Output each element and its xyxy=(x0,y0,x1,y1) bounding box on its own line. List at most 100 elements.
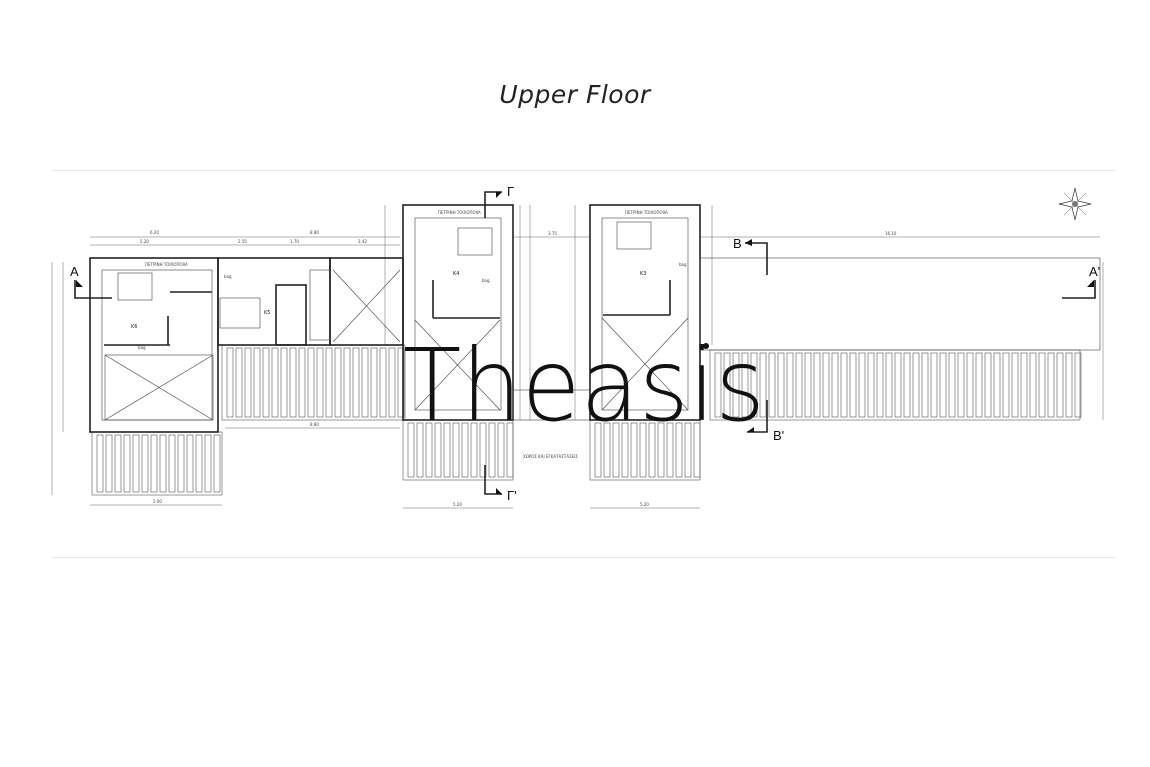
deck-slat xyxy=(1047,352,1055,418)
deck-slat xyxy=(123,434,131,493)
deck-slat xyxy=(822,352,830,418)
room-label-k6: K6 xyxy=(131,324,137,330)
deck-slat xyxy=(777,352,785,418)
deck-slat xyxy=(289,347,297,418)
deck-slat xyxy=(612,422,620,478)
deck-slat xyxy=(271,347,279,418)
deck-slat xyxy=(307,347,315,418)
room-label-k5: K5 xyxy=(264,310,270,316)
deck-slat xyxy=(666,422,674,478)
deck-slat xyxy=(750,352,758,418)
deck-slat xyxy=(840,352,848,418)
watermark: Theasis xyxy=(403,327,765,444)
deck-slat xyxy=(416,422,424,478)
deck-slat xyxy=(948,352,956,418)
deck-slat xyxy=(768,352,776,418)
open-area-right xyxy=(699,257,1101,351)
deck-slat xyxy=(1029,352,1037,418)
deck-slat xyxy=(648,422,656,478)
svg-text:B': B' xyxy=(773,428,784,443)
deck-slat xyxy=(723,352,731,418)
deck-slat xyxy=(379,347,387,418)
section-marker-a-prime: A' xyxy=(1062,264,1100,299)
deck-slat xyxy=(343,347,351,418)
deck-slat xyxy=(195,434,203,493)
deck-slat xyxy=(497,422,505,478)
deck-slat xyxy=(813,352,821,418)
deck-slat xyxy=(213,434,221,493)
dim-top-overall-2: 8.80 xyxy=(310,230,319,235)
room-label-k4: K4 xyxy=(453,271,459,277)
deck-slat xyxy=(657,422,665,478)
deck-slat xyxy=(434,422,442,478)
section-marker-a: A xyxy=(70,264,112,299)
deck-slat xyxy=(159,434,167,493)
deck-2 xyxy=(221,344,406,421)
deck-slat xyxy=(759,352,767,418)
dim-between-units: 3.75 xyxy=(548,231,557,236)
deck-slat xyxy=(630,422,638,478)
deck-slat xyxy=(966,352,974,418)
deck-slat xyxy=(957,352,965,418)
dim-top-seg-4: 3.42 xyxy=(358,239,367,244)
svg-text:B: B xyxy=(733,236,742,251)
dimension-lines xyxy=(51,205,1104,509)
deck-slat xyxy=(795,352,803,418)
page-title: Upper Floor xyxy=(499,80,651,109)
deck-slat xyxy=(594,422,602,478)
deck-slat xyxy=(105,434,113,493)
dim-mid-deck: 8.80 xyxy=(310,422,319,427)
deck-slat xyxy=(903,352,911,418)
deck-slat xyxy=(675,422,683,478)
deck-slat xyxy=(168,434,176,493)
deck-slat xyxy=(867,352,875,418)
deck-slat xyxy=(488,422,496,478)
deck-slat xyxy=(921,352,929,418)
deck-slat xyxy=(316,347,324,418)
deck-slat xyxy=(1011,352,1019,418)
bag-label-k3: bag xyxy=(679,262,687,267)
deck-slat xyxy=(1002,352,1010,418)
deck-slat xyxy=(1020,352,1028,418)
deck-slat xyxy=(831,352,839,418)
deck-slat xyxy=(150,434,158,493)
deck-slat xyxy=(141,434,149,493)
deck-slat xyxy=(443,422,451,478)
deck-slat xyxy=(226,347,234,418)
deck-slat xyxy=(244,347,252,418)
dim-top-seg-2: 2.55 xyxy=(238,239,247,244)
deck-slat xyxy=(397,347,405,418)
deck-slat xyxy=(114,434,122,493)
deck-slat xyxy=(858,352,866,418)
deck-slat xyxy=(732,352,740,418)
deck-slat xyxy=(975,352,983,418)
deck-slat xyxy=(361,347,369,418)
deck-slat xyxy=(603,422,611,478)
section-marker-b: B xyxy=(733,236,768,275)
deck-slat xyxy=(1056,352,1064,418)
deck-slat xyxy=(352,347,360,418)
deck-slat xyxy=(1065,352,1073,418)
deck-slat xyxy=(325,347,333,418)
deck-slat xyxy=(693,422,701,478)
deck-slat xyxy=(912,352,920,418)
deck-slat xyxy=(939,352,947,418)
bag-label-k6: bag xyxy=(138,345,146,350)
deck-slat xyxy=(804,352,812,418)
deck-slat xyxy=(876,352,884,418)
terrace-note: ΧΩΡΟΣ ΚΑΙ ΕΓΚΑΤΑΣΤΑΣΕΙΣ xyxy=(523,454,578,459)
north-arrow-icon xyxy=(1058,187,1092,221)
svg-text:A': A' xyxy=(1089,264,1100,279)
deck-slat xyxy=(280,347,288,418)
deck-slat xyxy=(714,352,722,418)
dim-right-span: 16.10 xyxy=(885,231,897,236)
wall-note-1: ΠΕΤΡΙΝΗ ΤΟΙΧΟΠΟΙΙΑ xyxy=(145,262,188,267)
deck-slat xyxy=(479,422,487,478)
unit-k4: K4 bag ΠΕΤΡΙΝΗ ΤΟΙΧΟΠΟΙΙΑ xyxy=(402,204,514,421)
deck-slat xyxy=(186,434,194,493)
deck-slat xyxy=(930,352,938,418)
deck-slat xyxy=(461,422,469,478)
deck-slat xyxy=(425,422,433,478)
deck-slat xyxy=(894,352,902,418)
deck-slat xyxy=(370,347,378,418)
